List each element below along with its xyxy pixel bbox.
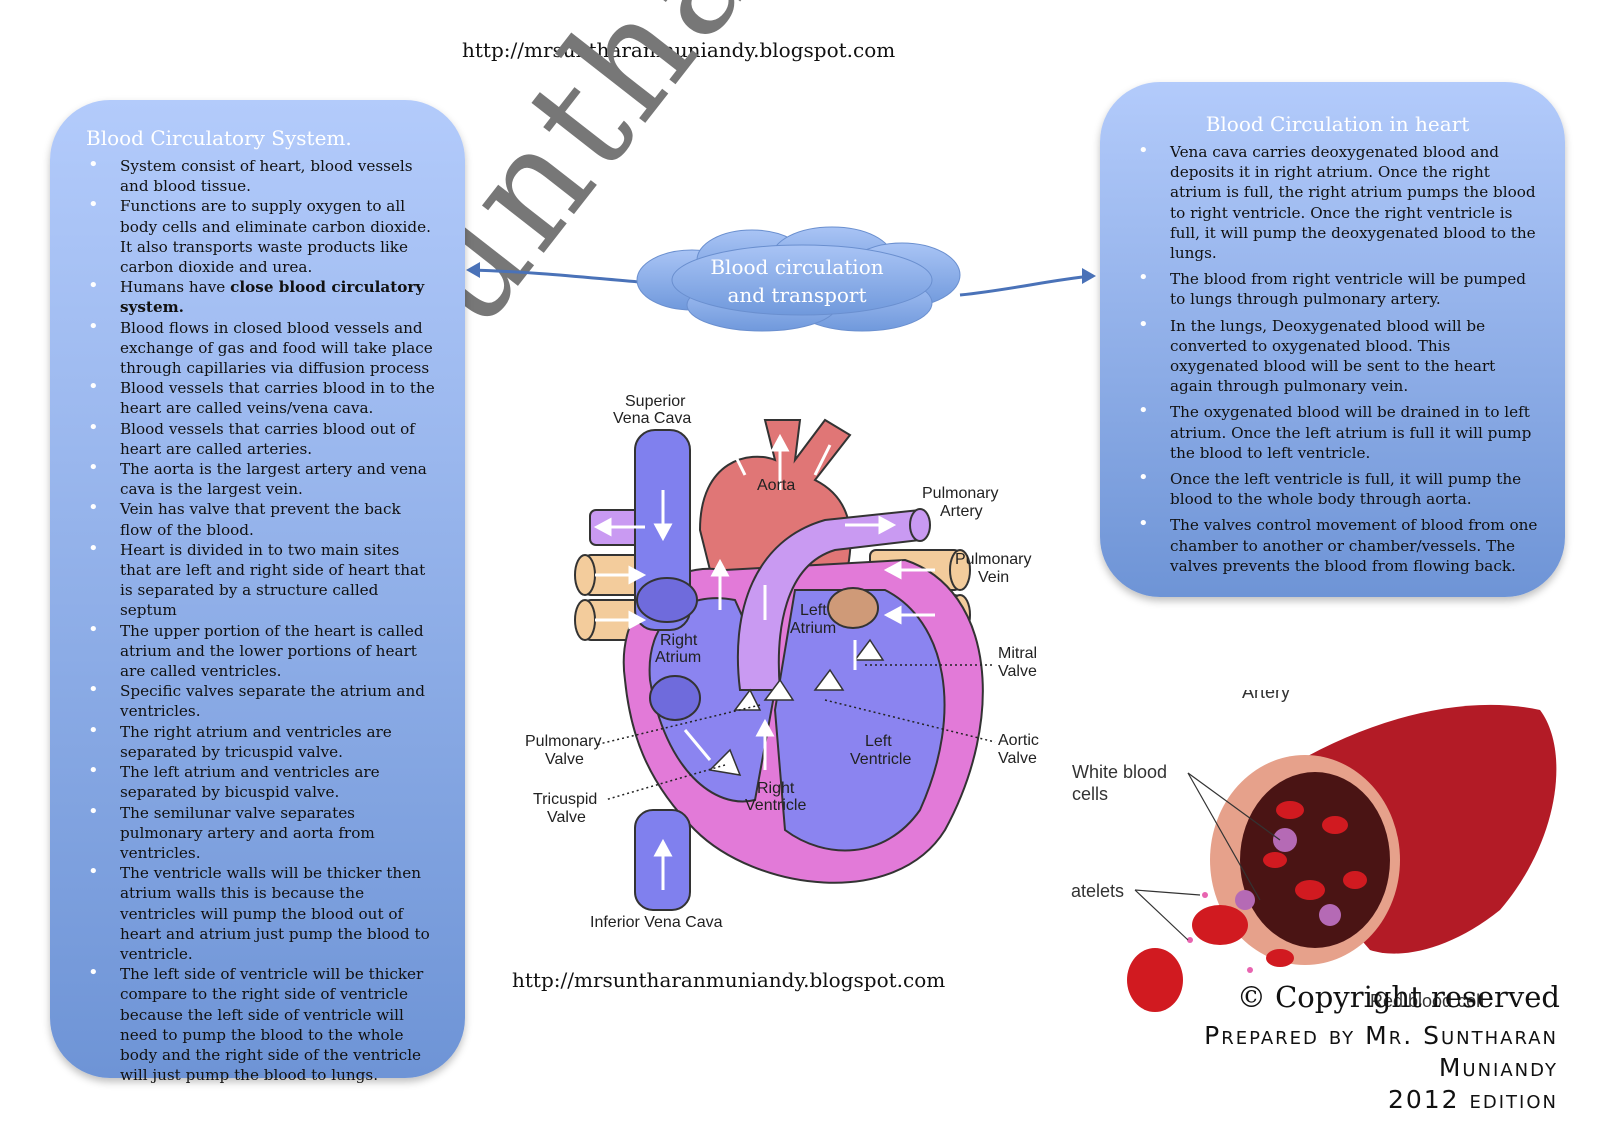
label-right-atrium-2: Atrium bbox=[655, 649, 701, 666]
list-item: •The valves control movement of blood fr… bbox=[1138, 513, 1538, 575]
list-item: •The blood from right ventricle will be … bbox=[1138, 267, 1526, 309]
label-platelets: Platelets bbox=[1070, 881, 1124, 901]
list-item: •Blood vessels that carries blood in to … bbox=[88, 376, 435, 418]
bold-phrase: close blood circulatory system. bbox=[120, 278, 425, 317]
copyright-notice: © Copyright reserved bbox=[1236, 980, 1560, 1014]
heart-circulation-panel: Blood Circulation in heart •Vena cava ca… bbox=[1100, 82, 1565, 597]
list-item: •Heart is divided in to two main sites t… bbox=[88, 537, 426, 620]
label-mitral-valve-1: Mitral bbox=[998, 645, 1037, 662]
label-left-atrium-1: Left bbox=[800, 602, 827, 619]
label-left-atrium-2: Atrium bbox=[790, 620, 836, 637]
list-item: •Blood vessels that carries blood out of… bbox=[88, 416, 415, 458]
label-left-ventricle-2: Ventricle bbox=[850, 751, 911, 768]
flow-arrows bbox=[593, 433, 935, 890]
label-pulmonary-vein-1: Pulmonary bbox=[955, 551, 1031, 568]
center-topic-line1: Blood circulation bbox=[710, 255, 884, 279]
connector-right-arrowhead bbox=[1082, 268, 1096, 284]
label-tricuspid-valve-1: Tricuspid bbox=[533, 791, 597, 808]
label-red-blood-cell: Red blood cell bbox=[1370, 991, 1484, 1011]
red-blood-cells bbox=[1127, 801, 1367, 1012]
label-white-blood-cells-1: White blood bbox=[1072, 762, 1167, 782]
list-item: •Once the left ventricle is full, it wil… bbox=[1138, 467, 1522, 509]
panel-title: Blood Circulation in heart bbox=[1205, 112, 1470, 136]
list-item: •The upper portion of the heart is calle… bbox=[88, 618, 424, 681]
credits-line3: 2012 edition bbox=[1387, 1085, 1558, 1114]
panel-title: Blood Circulatory System. bbox=[86, 126, 352, 150]
label-pulmonary-artery-2: Artery bbox=[940, 503, 983, 520]
label-aorta: Aorta bbox=[757, 477, 795, 494]
label-right-ventricle-2: Ventricle bbox=[745, 797, 806, 814]
list-item: •Humans have close blood circulatory sys… bbox=[88, 275, 425, 317]
label-superior-vena-cava-1: Superior bbox=[625, 393, 686, 410]
circulatory-facts-list: •System consist of heart, blood vessels … bbox=[86, 154, 435, 1085]
list-item: •The right atrium and ventricles are sep… bbox=[88, 719, 392, 761]
blog-url-bottom[interactable]: http://mrsuntharanmuniandy.blogspot.com bbox=[512, 968, 946, 992]
list-item: •Vein has valve that prevent the back fl… bbox=[88, 497, 401, 539]
label-left-ventricle-1: Left bbox=[865, 733, 892, 750]
label-mitral-valve-2: Valve bbox=[998, 663, 1037, 680]
label-pulmonary-valve-2: Valve bbox=[545, 751, 584, 768]
connector-left-line bbox=[469, 268, 641, 284]
label-tricuspid-valve-2: Valve bbox=[547, 809, 586, 826]
label-aortic-valve-2: Valve bbox=[998, 750, 1037, 767]
artery-lumen bbox=[1240, 772, 1390, 948]
label-inferior-vena-cava: Inferior Vena Cava bbox=[590, 914, 723, 931]
cloud-shape bbox=[636, 226, 961, 332]
label-artery: Artery bbox=[1242, 690, 1290, 702]
list-item: •The left side of ventricle will be thic… bbox=[88, 962, 424, 1085]
label-white-blood-cells-2: cells bbox=[1072, 784, 1108, 804]
connector-right-line bbox=[959, 274, 1093, 297]
circulatory-system-panel: Blood Circulatory System. •System consis… bbox=[50, 100, 465, 1084]
connector-left-arrowhead bbox=[466, 262, 480, 278]
blog-url-top[interactable]: http://mrsuntharanmuniandy.blogspot.com bbox=[462, 38, 896, 62]
label-superior-vena-cava-2: Vena Cava bbox=[613, 410, 691, 427]
list-item: •The oxygenated blood will be drained in… bbox=[1138, 400, 1532, 462]
list-item: •The aorta is the largest artery and ven… bbox=[88, 457, 427, 499]
list-item: •The ventricle walls will be thicker the… bbox=[88, 861, 430, 963]
credits-line2: Muniandy bbox=[1438, 1053, 1558, 1082]
credits-line1: Prepared by Mr. Suntharan bbox=[1204, 1021, 1558, 1050]
artery-illustration: Artery White blood cells Platelets Red b… bbox=[1070, 690, 1557, 1012]
label-aortic-valve-1: Aortic bbox=[998, 732, 1039, 749]
heart-circulation-list: •Vena cava carries deoxygenated blood an… bbox=[1136, 140, 1539, 576]
center-topic-line2: and transport bbox=[727, 283, 867, 307]
list-item: •Blood flows in closed blood vessels and… bbox=[88, 315, 433, 378]
list-item: •The semilunar valve separates pulmonary… bbox=[88, 800, 375, 862]
label-pulmonary-artery-1: Pulmonary bbox=[922, 485, 998, 502]
platelets bbox=[1187, 892, 1253, 973]
left-chambers bbox=[773, 589, 946, 852]
label-right-ventricle-1: Right bbox=[757, 780, 795, 797]
heart-diagram: Superior Vena Cava Aorta Pulmonary Arter… bbox=[525, 393, 1039, 931]
list-item: •The left atrium and ventricles are sepa… bbox=[88, 760, 380, 802]
list-item: •Specific valves separate the atrium and… bbox=[88, 679, 425, 721]
white-blood-cells bbox=[1235, 828, 1341, 926]
label-leader-lines bbox=[594, 664, 996, 801]
list-item: •Vena cava carries deoxygenated blood an… bbox=[1138, 140, 1536, 263]
label-right-atrium-1: Right bbox=[660, 632, 698, 649]
heart-valves bbox=[708, 638, 885, 776]
label-pulmonary-valve-1: Pulmonary bbox=[525, 733, 601, 750]
list-item: •System consist of heart, blood vessels … bbox=[88, 154, 413, 196]
credits-block: Prepared by Mr. Suntharan Muniandy 2012 … bbox=[1204, 1020, 1558, 1116]
list-item: •Functions are to supply oxygen to all b… bbox=[88, 194, 431, 277]
list-item: •In the lungs, Deoxygenated blood will b… bbox=[1138, 313, 1496, 396]
label-pulmonary-vein-2: Vein bbox=[978, 569, 1009, 586]
center-topic-cloud: Blood circulation and transport bbox=[632, 225, 982, 335]
artery-leader-lines bbox=[1134, 772, 1281, 941]
